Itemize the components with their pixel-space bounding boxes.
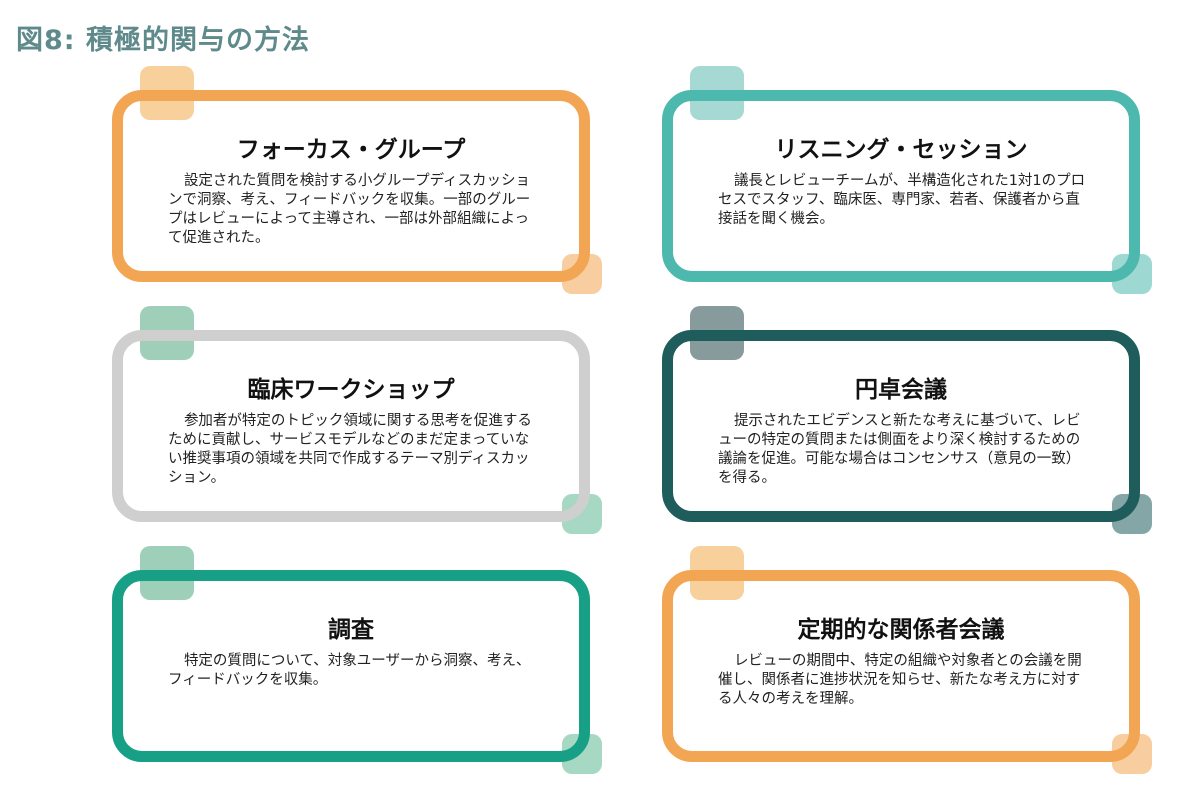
card-title: 調査 <box>328 617 374 643</box>
card-frame <box>662 330 1140 522</box>
card-frame <box>112 570 590 762</box>
card-frame <box>662 570 1140 762</box>
card-frame <box>662 90 1140 282</box>
card-description: レビューの期間中、特定の組織や対象者との会議を開催し、関係者に進捗状況を知らせ、… <box>718 653 1082 707</box>
card-title: 臨床ワークショップ <box>247 377 455 403</box>
method-card-surveys: 調査 特定の質問について、対象ユーザーから洞察、考え、フィードバックを収集。 <box>112 546 602 774</box>
card-title: 定期的な関係者会議 <box>797 617 1005 643</box>
page-title: 図8: 積極的関与の方法 <box>16 25 310 56</box>
method-card-roundtables: 円卓会議 提示されたエビデンスと新たな考えに基づいて、レビューの特定の質問または… <box>662 306 1152 534</box>
method-card-stakeholder-meetings: 定期的な関係者会議 レビューの期間中、特定の組織や対象者との会議を開催し、関係者… <box>662 546 1152 774</box>
card-description: 参加者が特定のトピック領域に関する思考を促進するために貢献し、サービスモデルなど… <box>168 413 532 486</box>
method-card-clinical-workshops: 臨床ワークショップ 参加者が特定のトピック領域に関する思考を促進するために貢献し… <box>112 306 602 534</box>
card-description: 設定された質問を検討する小グループディスカッションで洞察、考え、フィードバックを… <box>168 173 531 246</box>
card-title: 円卓会議 <box>855 377 947 403</box>
card-description: 提示されたエビデンスと新たな考えに基づいて、レビューの特定の質問または側面をより… <box>718 413 1081 486</box>
method-card-focus-groups: フォーカス・グループ 設定された質問を検討する小グループディスカッションで洞察、… <box>112 66 602 294</box>
card-description: 特定の質問について、対象ユーザーから洞察、考え、フィードバックを収集。 <box>168 653 531 688</box>
card-description: 議長とレビューチームが、半構造化された1対1のプロセスでスタッフ、臨床医、専門家… <box>718 173 1086 227</box>
card-frame <box>112 330 590 522</box>
card-title: リスニング・セッション <box>774 137 1028 163</box>
card-title: フォーカス・グループ <box>236 137 466 163</box>
card-frame <box>112 90 590 282</box>
method-card-listening-sessions: リスニング・セッション 議長とレビューチームが、半構造化された1対1のプロセスで… <box>662 66 1152 294</box>
